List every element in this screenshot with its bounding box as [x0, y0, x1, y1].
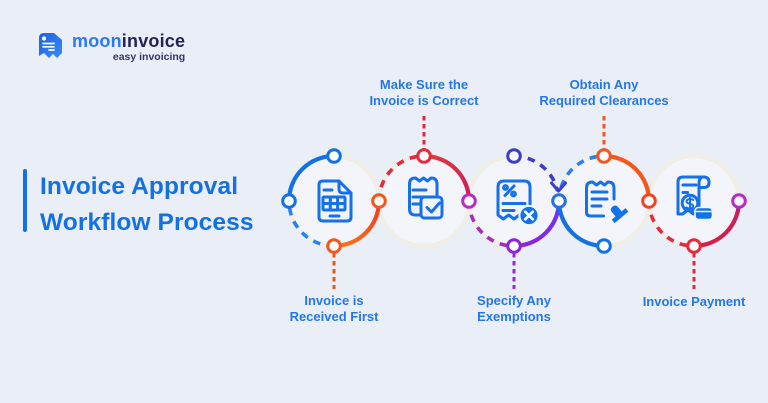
step-label-invoice-correct: Make Sure the Invoice is Correct [369, 77, 479, 108]
step-label-invoice-payment: Invoice Payment [642, 294, 746, 309]
base-rings [287, 154, 741, 248]
receipt-percent-x-icon [496, 179, 540, 227]
step-label-invoice-received: Invoice is Received First [289, 293, 379, 324]
brand-tagline: easy invoicing [112, 51, 186, 63]
receipt-checkmark-icon [408, 176, 444, 220]
logo-receipt-icon [39, 33, 62, 58]
moon-invoice-logo: mooninvoice easy invoicing [37, 31, 185, 63]
workflow-nodes [281, 148, 747, 254]
clipboard-stamp-icon [585, 180, 629, 224]
flow-arrow-down-icon [550, 181, 567, 193]
page-title-line1: Invoice Approval [40, 173, 239, 200]
brand-invoice: invoice [121, 31, 186, 51]
step-label-obtain-clearances: Obtain Any Required Clearances [539, 77, 669, 108]
page-title-block: Invoice Approval Workflow Process [23, 169, 254, 241]
brand-wordmark: mooninvoice [72, 31, 185, 51]
page-title-line2: Workflow Process [40, 209, 254, 236]
invoice-document-icon [317, 179, 353, 223]
title-accent-bar [23, 169, 27, 232]
label-connectors [332, 116, 696, 289]
step-label-specify-exemptions: Specify Any Exemptions [477, 293, 551, 324]
brand-moon: moon [72, 31, 122, 51]
receipt-dollar-card-icon [676, 175, 714, 221]
page-title: Invoice Approval Workflow Process [40, 169, 254, 241]
logo-text: mooninvoice easy invoicing [72, 31, 185, 63]
